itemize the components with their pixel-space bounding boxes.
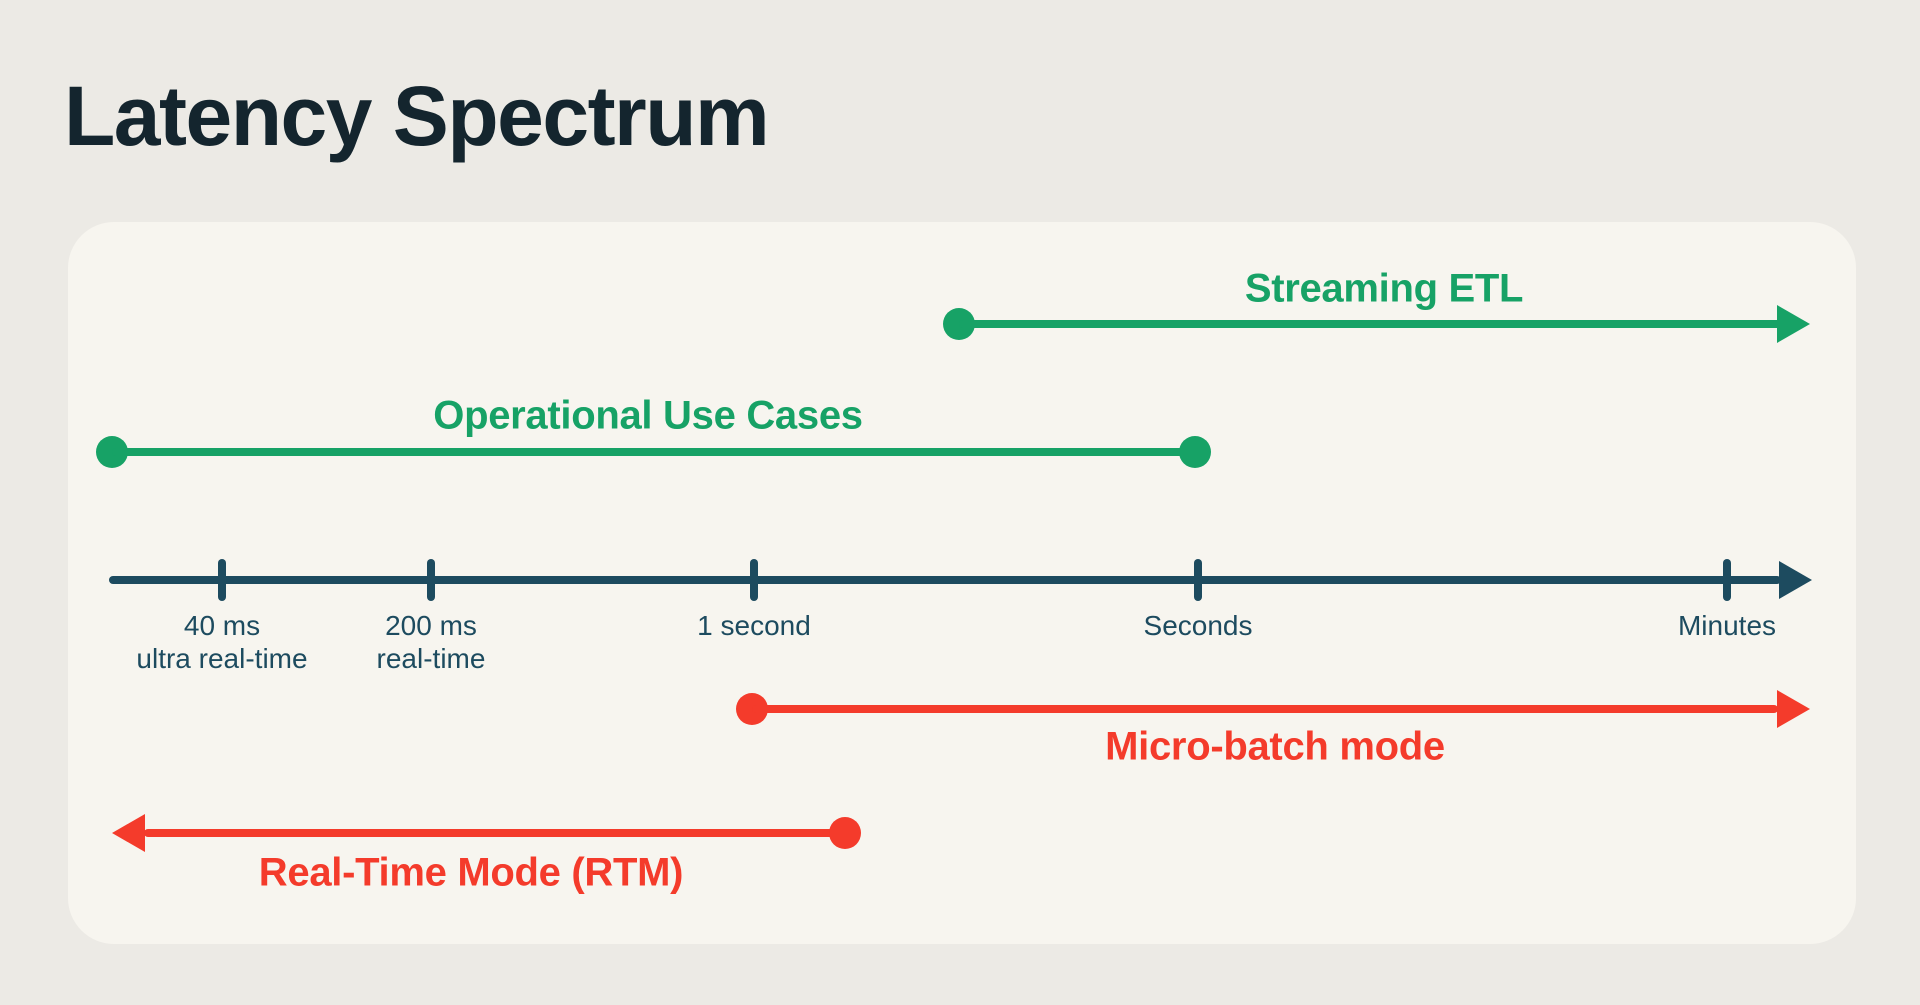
operational-line [112,448,1195,456]
axis-tick-200ms [427,559,435,601]
axis-tick-1second [750,559,758,601]
streaming-etl-arrowhead-icon [1777,305,1810,343]
operational-use-cases-label: Operational Use Cases [433,393,863,438]
page-title: Latency Spectrum [64,69,770,163]
axis-line [109,576,1781,584]
rtm-line [144,829,845,837]
axis-tick-40ms [218,559,226,601]
axis-tick-seconds [1194,559,1202,601]
tick-label-line2: ultra real-time [136,643,308,674]
tick-label-line1: Seconds [1143,610,1253,641]
micro-batch-label: Micro-batch mode [1105,724,1445,769]
axis-tick-label-40ms: 40 ms ultra real-time [136,609,307,675]
latency-spectrum-card: Streaming ETL Operational Use Cases 40 m… [68,222,1856,944]
streaming-etl-line [959,320,1781,328]
tick-label-line1: 40 ms [183,610,261,641]
tick-label-line1: 200 ms [385,610,477,641]
axis-arrowhead-icon [1779,561,1812,599]
axis-tick-minutes [1723,559,1731,601]
operational-end-dot [1179,436,1211,468]
tick-label-line1: Minutes [1677,610,1777,641]
tick-label-line1: 1 second [697,610,811,641]
tick-label-line2: real-time [376,643,486,674]
micro-batch-line [752,705,1778,713]
micro-batch-arrowhead-icon [1777,690,1810,728]
axis-tick-label-200ms: 200 ms real-time [377,609,486,675]
rtm-end-dot [829,817,861,849]
streaming-etl-label: Streaming ETL [1244,266,1524,311]
axis-tick-label-minutes: Minutes [1678,609,1776,642]
axis-tick-label-seconds: Seconds [1144,609,1253,642]
rtm-arrowhead-icon [112,814,145,852]
axis-tick-label-1second: 1 second [697,609,811,642]
rtm-label: Real-Time Mode (RTM) [258,850,684,895]
